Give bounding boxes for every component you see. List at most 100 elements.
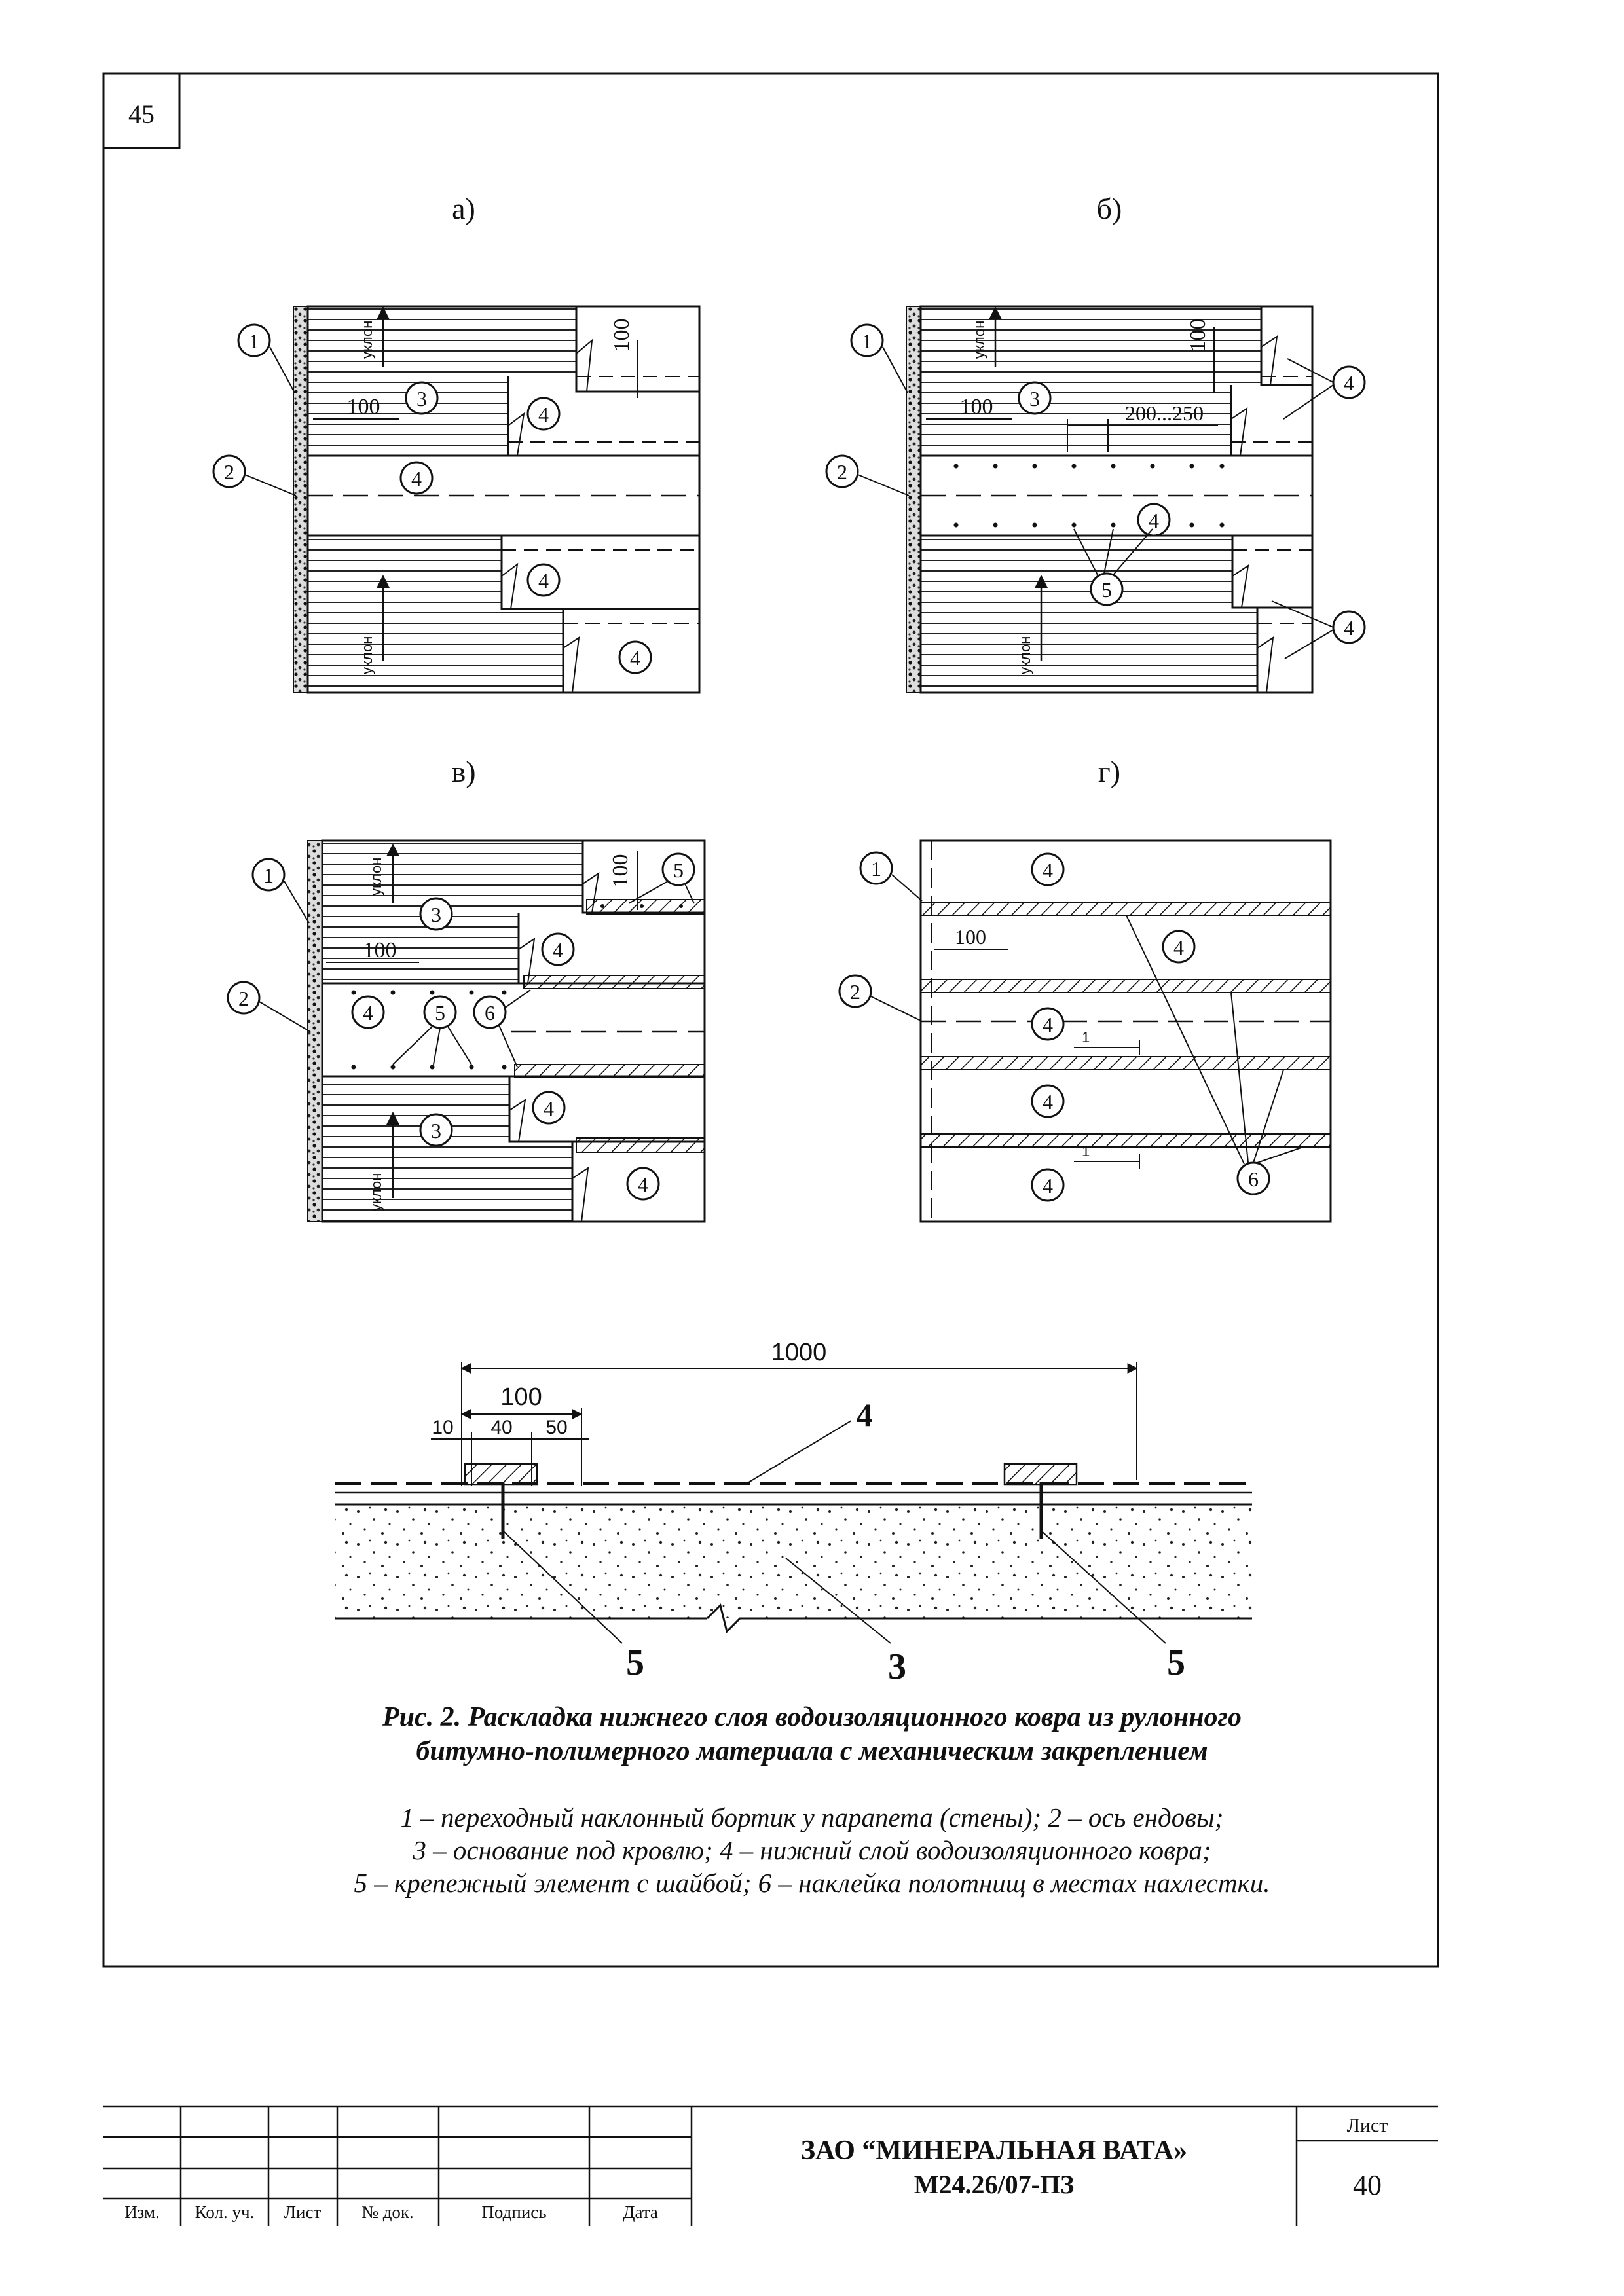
panel-b-callout-4-top: 4 [1344,371,1354,395]
panel-a-callout-1: 1 [249,329,259,353]
title-col-signature: Подпись [481,2202,546,2222]
panel-g: г) 100 1 1 1 2 4 4 4 4 4 6 [838,755,1332,1223]
panel-v-callout-1: 1 [263,864,274,887]
title-company: ЗАО “МИНЕРАЛЬНАЯ ВАТА» [801,2136,1187,2166]
page-number: 45 [128,100,155,129]
panel-v-callout-2: 2 [238,987,249,1010]
panel-b-callout-2: 2 [837,460,847,484]
panel-a-callout-2: 2 [224,460,234,484]
panel-g-callout-4a: 4 [1043,858,1053,882]
caption-title-line-1: Рис. 2. Раскладка нижнего слоя водоизоля… [382,1702,1242,1732]
panel-b-label: б) [1097,192,1122,225]
panel-b-slope-upper: уклон [971,321,987,359]
panel-b-fasteners-upper [953,464,1225,469]
panel-v-slope-upper: уклон [368,858,384,896]
title-block [103,2105,1438,2226]
section-label-fastener-right: 5 [1167,1643,1185,1683]
panel-v-label: в) [451,755,475,788]
section-label-base: 3 [888,1647,906,1687]
panel-a-callout-4c: 4 [538,569,549,592]
panel-g-step-1: 1 [1082,1029,1090,1046]
panel-b-callout-1: 1 [862,329,872,353]
section-dim-overlap: 100 [500,1383,542,1411]
panel-g-step-2: 1 [1082,1143,1090,1159]
panel-b-wall [906,306,921,693]
panel-a-slope-lower: уклон [359,636,375,674]
panel-g-callout-4e: 4 [1043,1174,1053,1197]
panel-g-callout-6: 6 [1248,1167,1259,1191]
panel-v-callout-4d: 4 [638,1173,648,1196]
title-col-izm: Изм. [124,2202,160,2222]
section-dim-mid: 40 [490,1417,512,1438]
title-sheet-number: 40 [1353,2169,1382,2201]
section-washer-left [464,1463,538,1486]
panel-a-slope-upper: уклон [359,321,375,359]
panel-v-callout-4b: 4 [363,1001,373,1025]
title-col-kol-uch: Кол. уч. [195,2202,255,2222]
panel-v-callout-5-top: 5 [673,858,684,882]
panel-g-callout-2: 2 [850,980,860,1004]
panel-b-callout-5: 5 [1101,578,1112,602]
title-col-date: Дата [623,2202,658,2222]
sheet-frame [102,72,1439,1968]
section-base [335,1504,1252,1618]
panel-v-callout-4c: 4 [544,1097,554,1120]
caption-legend-line-2: 3 – основание под кровлю; 4 – нижний сло… [412,1835,1211,1865]
section-label-layer: 4 [857,1396,873,1433]
panel-v-dim-top-right: 100 [608,854,633,888]
panel-b-callout-4-mid: 4 [1149,509,1159,532]
panel-g-strip-3 [920,1056,1331,1070]
panel-v-callout-5-mid: 5 [435,1001,445,1025]
panel-v-dim-left: 100 [363,938,397,962]
section-label-fastener-left: 5 [626,1643,644,1683]
panel-v-callout-3-upper: 3 [431,903,441,926]
panel-g-strip-4 [920,1133,1331,1148]
panel-v-slope-lower: уклон [368,1173,384,1211]
panel-v-strip-4 [576,1137,705,1153]
panel-v-callout-4a: 4 [553,938,563,962]
panel-g-dim-left: 100 [955,925,986,949]
panel-a-dim-left: 100 [347,395,380,419]
panel-b-callout-3: 3 [1029,387,1040,410]
panel-b-dim-left: 100 [960,395,993,419]
title-sheet-label: Лист [1347,2115,1388,2136]
section-dim-total: 1000 [771,1339,827,1366]
panel-v-strip-2 [523,975,705,989]
panel-b-dim-spacing: 200...250 [1125,401,1204,425]
section-dim-edge: 10 [432,1417,453,1438]
panel-a-dim-top-right: 100 [610,319,634,352]
section-washer-right [1003,1463,1078,1486]
panel-g-strip-2 [920,979,1331,993]
title-doc-code: М24.26/07-ПЗ [914,2170,1074,2199]
panel-g-callout-4c: 4 [1043,1013,1053,1036]
panel-v-fasteners [351,904,683,1070]
panel-b-callout-4-bottom: 4 [1344,616,1354,640]
section-detail: 1000 100 10 40 50 4 5 3 5 [335,1339,1252,1687]
panel-a-callout-4b: 4 [411,467,422,490]
panel-v-callout-6: 6 [485,1001,495,1025]
title-col-doc-no: № док. [361,2202,414,2222]
panel-g-callout-4b: 4 [1173,936,1184,959]
panel-g-label: г) [1098,755,1120,788]
panel-g-callout-1: 1 [871,857,881,881]
panel-v-strip-1 [586,899,705,915]
caption-legend-line-1: 1 – переходный наклонный бортик у парапе… [401,1802,1224,1832]
panel-a-wall [293,306,308,693]
panel-v-callout-3-lower: 3 [431,1119,441,1142]
caption-legend-line-3: 5 – крепежный элемент с шайбой; 6 – накл… [354,1868,1270,1898]
section-dim-right: 50 [545,1417,567,1438]
page-number-box [102,72,181,149]
panel-a: а) 100 100 уклон уклон 1 [212,192,701,694]
panel-a-callout-3: 3 [416,387,427,410]
title-col-list: Лист [284,2202,322,2222]
panel-a-callout-4a: 4 [538,403,549,426]
panel-b-slope-lower: уклон [1017,636,1033,674]
panel-g-callout-4d: 4 [1043,1090,1053,1114]
panel-v: в) 100 100 уклон уклон [227,755,706,1223]
panel-a-callout-4d: 4 [630,646,640,670]
panel-v-strip-3 [514,1064,705,1078]
panel-b-dim-top-right: 100 [1186,319,1210,352]
caption-title-line-2: битумно-полимерного материала с механиче… [416,1736,1208,1766]
panel-b: б) 100 100 200...250 уклон [825,192,1366,694]
